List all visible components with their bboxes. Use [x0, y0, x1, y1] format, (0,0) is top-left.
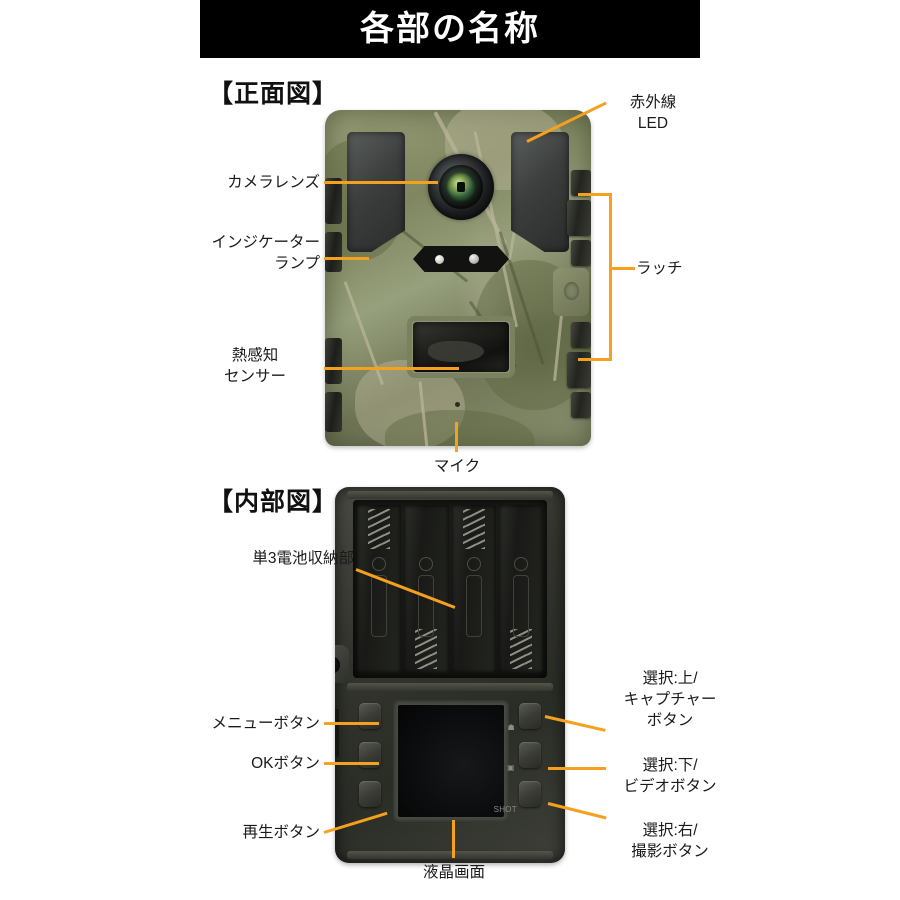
- label-select-up-capture-button: 選択:上/ キャプチャー ボタン: [623, 670, 717, 729]
- lens-glass: [446, 172, 476, 202]
- side-port: [335, 709, 339, 757]
- label-heat-sensor: 熱感知 センサー: [223, 347, 286, 385]
- latch-upper: [567, 200, 591, 236]
- camera-body-inner: ☗ ▣ SHOT: [335, 487, 565, 863]
- capture-icon: ☗: [507, 723, 515, 732]
- battery-slot: [498, 505, 543, 673]
- battery-spring: [368, 509, 391, 549]
- mount-hole: [564, 282, 579, 300]
- menu-button[interactable]: [359, 703, 381, 729]
- label-battery-compartment: 単3電池収納部: [252, 550, 354, 567]
- lid-lip-bottom: [347, 851, 553, 859]
- battery-slot-outline: [465, 575, 482, 637]
- battery-polarity-mark: [419, 557, 434, 571]
- leader-lcd-screen: [452, 820, 455, 858]
- battery-spring: [415, 629, 438, 669]
- latch-lower-tab2: [571, 392, 591, 418]
- heat-sensor-lobe: [428, 341, 485, 362]
- camera-body-front: [325, 110, 591, 446]
- label-lcd-screen: 液晶画面: [422, 864, 485, 881]
- lcd-glass: [398, 705, 504, 817]
- mount-tab: [553, 268, 589, 316]
- button-column-left: [359, 703, 381, 807]
- label-select-down-video-button: 選択:下/ ビデオボタン: [623, 757, 717, 795]
- label-indicator-lamp: インジケーター ランプ: [211, 234, 320, 272]
- lid-lip-top: [347, 491, 553, 499]
- select-up-capture-button[interactable]: [519, 703, 541, 729]
- hinge-mid-left: [325, 232, 342, 272]
- select-right-shoot-button[interactable]: [519, 781, 541, 807]
- hinge-upper-left: [325, 178, 342, 224]
- mount-hole-inner: [335, 657, 340, 673]
- inner-view-camera-image: ☗ ▣ SHOT: [335, 487, 565, 863]
- label-select-right-shoot-button: 選択:右/ 撮影ボタン: [631, 822, 709, 860]
- header-banner: 各部の名称: [200, 0, 700, 58]
- battery-slot-outline: [418, 575, 435, 637]
- battery-polarity-mark: [466, 557, 481, 571]
- label-menu-button: メニューボタン: [211, 715, 320, 732]
- infrared-led-panel-right: [511, 132, 569, 252]
- leader-select-down-video: [548, 767, 606, 770]
- microphone-hole: [455, 402, 460, 407]
- select-down-video-button[interactable]: [519, 742, 541, 768]
- leader-latch: [609, 267, 635, 270]
- mount-tab-inner: [335, 645, 349, 683]
- label-infrared-led: 赤外線 LED: [629, 94, 677, 132]
- label-ok-button: OKボタン: [251, 755, 320, 772]
- heat-sensor-lens: [413, 322, 509, 372]
- front-view-camera-image: [325, 110, 591, 446]
- latch-lower-tab: [571, 322, 591, 348]
- battery-polarity-mark: [513, 557, 528, 571]
- leader-menu-button: [324, 722, 379, 725]
- battery-slot: [357, 505, 402, 673]
- lid-lip-mid: [347, 683, 553, 691]
- ok-button[interactable]: [359, 742, 381, 768]
- lens-aperture: [457, 182, 465, 192]
- play-button[interactable]: [359, 781, 381, 807]
- label-camera-lens: カメラレンズ: [227, 174, 320, 191]
- screw-icon: [469, 254, 479, 264]
- lens-barrel: [439, 165, 483, 209]
- label-play-button: 再生ボタン: [242, 824, 320, 841]
- leader-indicator-lamp: [324, 257, 369, 260]
- camera-lens: [428, 154, 494, 220]
- lcd-screen: [393, 700, 509, 822]
- battery-slot-outline: [512, 575, 529, 637]
- battery-slot-outline: [371, 575, 388, 637]
- video-icon: ▣: [507, 763, 515, 772]
- camo-blotch: [385, 410, 535, 446]
- battery-slot: [404, 505, 449, 673]
- bracket-latch: [578, 193, 612, 361]
- infrared-led-panel-left: [347, 132, 405, 252]
- button-column-right: [519, 703, 541, 807]
- leader-camera-lens: [324, 181, 438, 184]
- label-latch: ラッチ: [636, 260, 683, 277]
- shot-label: SHOT: [493, 805, 517, 814]
- indicator-lamp: [435, 255, 444, 264]
- latch-upper-tab: [571, 170, 591, 196]
- latch-upper-tab2: [571, 240, 591, 266]
- label-microphone: マイク: [433, 458, 481, 475]
- hinge-lower-left: [325, 338, 342, 384]
- hinge-bottom-left: [325, 392, 342, 432]
- leader-heat-sensor: [324, 367, 459, 370]
- battery-spring: [462, 509, 485, 549]
- leader-ok-button: [324, 762, 379, 765]
- battery-polarity-mark: [372, 557, 387, 571]
- page-title: 各部の名称: [360, 10, 540, 48]
- battery-spring: [509, 629, 532, 669]
- section-heading-inner-view: 【内部図】: [208, 488, 339, 516]
- section-heading-front-view: 【正面図】: [208, 80, 339, 108]
- leader-microphone: [455, 422, 458, 452]
- battery-compartment: [353, 500, 547, 678]
- battery-slot: [451, 505, 496, 673]
- indicator-plate: [413, 246, 509, 272]
